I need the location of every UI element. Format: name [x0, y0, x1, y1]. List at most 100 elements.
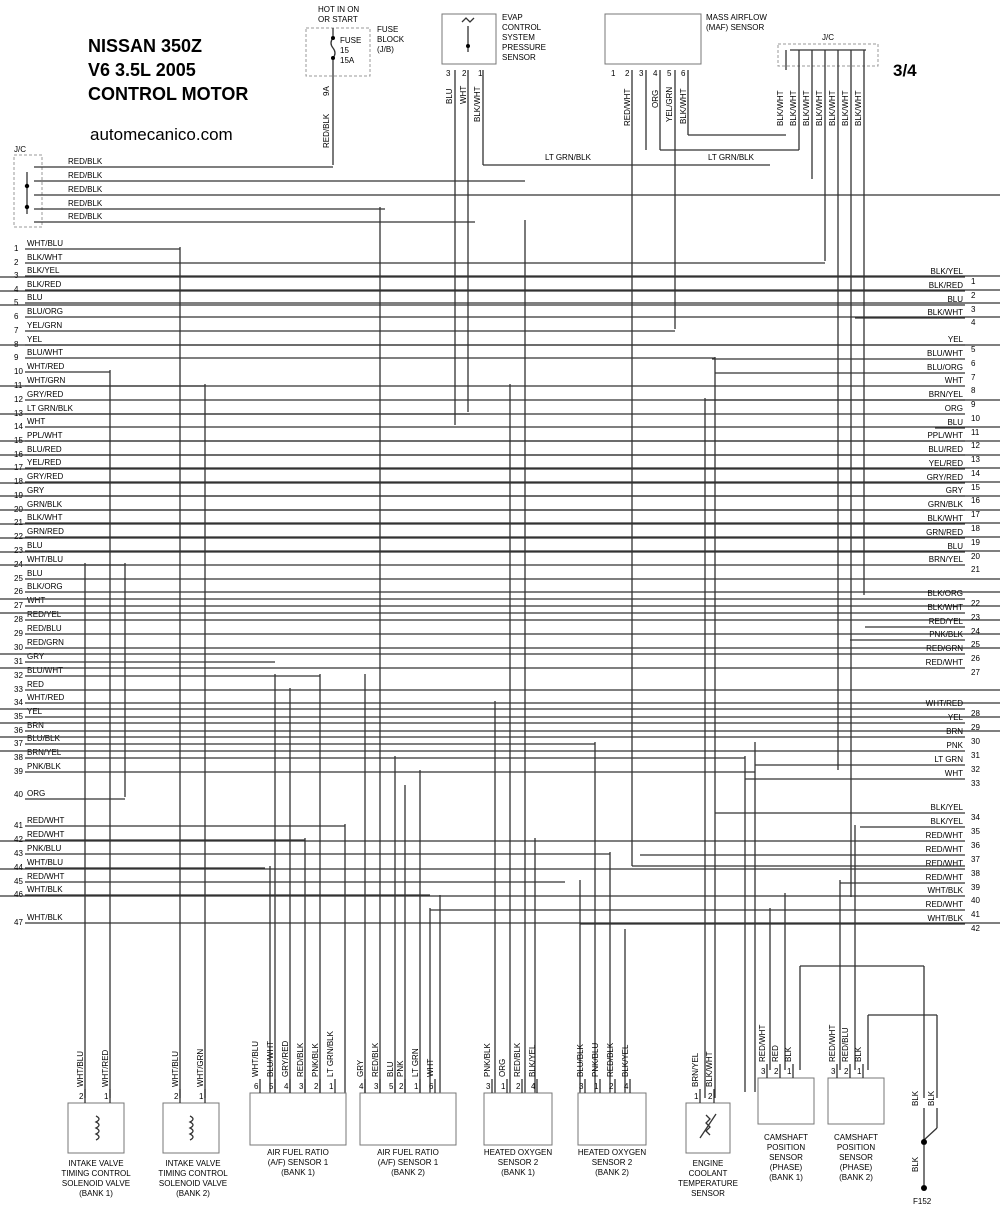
solenoid-coil-icon-2 [188, 1115, 194, 1141]
af2-wire-4: PNK [396, 1060, 405, 1077]
right-pin-14: 14 [971, 469, 980, 478]
right-color-34: BLK/YEL [931, 803, 964, 812]
right-color-21: BRN/YEL [929, 555, 964, 564]
right-pin-11: 11 [971, 428, 980, 437]
left-pin-41: 41 [14, 821, 23, 830]
right-color-35: BLK/YEL [931, 817, 964, 826]
right-pin-33: 33 [971, 779, 980, 788]
jc-left-color-4: RED/BLK [68, 199, 103, 208]
right-color-25: PNK/BLK [929, 630, 963, 639]
ho2-name-3: (BANK 2) [595, 1168, 629, 1177]
cmp1-pin-2: 2 [774, 1067, 779, 1076]
af2-name-3: (BANK 2) [391, 1168, 425, 1177]
right-pin-39: 39 [971, 883, 980, 892]
af1-wire-2: BLU/WHT [266, 1041, 275, 1077]
ect-name-3: TEMPERATURE [678, 1179, 738, 1188]
right-color-24: RED/YEL [929, 617, 964, 626]
left-color-30: RED/GRN [27, 638, 64, 647]
af2-pin-2: 2 [399, 1082, 404, 1091]
evap-name-4: PRESSURE [502, 43, 546, 52]
right-color-2: BLK/RED [929, 281, 963, 290]
ground-wire-1: BLK [911, 1090, 920, 1106]
evap-wire-blu: BLU [445, 88, 454, 104]
evap-name-1: EVAP [502, 13, 523, 22]
right-pin-30: 30 [971, 737, 980, 746]
ho2-name-1: HEATED OXYGEN [578, 1148, 647, 1157]
left-color-40: ORG [27, 789, 45, 798]
left-pin-47: 47 [14, 918, 23, 927]
ground-f152: BLK BLK BLK F152 [911, 1090, 938, 1206]
right-color-4: BLK/WHT [927, 308, 963, 317]
left-color-23: BLU [27, 541, 43, 550]
right-pin-1: 1 [971, 277, 976, 286]
evap-name-5: SENSOR [502, 53, 536, 62]
left-color-18: GRY/RED [27, 472, 64, 481]
right-color-33: WHT [945, 769, 963, 778]
ltgrn-label-1: LT GRN/BLK [545, 153, 592, 162]
component-ect: 1BRN/YEL2BLK/WHTENGINECOOLANTTEMPERATURE… [678, 1051, 738, 1198]
af1-wire-3: GRY/RED [281, 1040, 290, 1077]
ivt2-wire-1: WHT/BLU [171, 1051, 180, 1087]
left-pin-33: 33 [14, 685, 23, 694]
component-af1: 6WHT/BLU5BLU/WHT4GRY/RED3RED/BLK2PNK/BLK… [249, 1030, 347, 1177]
left-color-11: WHT/GRN [27, 376, 65, 385]
left-color-14: WHT [27, 417, 45, 426]
right-pin-32: 32 [971, 765, 980, 774]
ivt2-name-2: TIMING CONTROL [158, 1169, 228, 1178]
ivt1-name-3: SOLENOID VALVE [62, 1179, 130, 1188]
left-pin-27: 27 [14, 601, 23, 610]
left-pin-25: 25 [14, 574, 23, 583]
left-color-46: WHT/BLK [27, 885, 63, 894]
ho2-wire-4: BLK/YEL [621, 1044, 630, 1077]
fuse-label-2: 15 [340, 46, 349, 55]
left-pin-10: 10 [14, 367, 23, 376]
left-color-39: PNK/BLK [27, 762, 61, 771]
fuse-wire: RED/BLK [322, 113, 331, 148]
ect-pin-1: 1 [694, 1092, 699, 1101]
left-row-10: 10 WHT/RED [14, 362, 110, 376]
left-pin-12: 12 [14, 395, 23, 404]
left-pin-6: 6 [14, 312, 19, 321]
right-color-15: GRY/RED [927, 473, 964, 482]
title-line2: V6 3.5L 2005 [88, 60, 196, 80]
right-color-31: PNK [947, 741, 964, 750]
af1-wire-5: PNK/BLK [311, 1043, 320, 1077]
left-pin-29: 29 [14, 629, 23, 638]
left-pin-38: 38 [14, 753, 23, 762]
right-pin-5: 5 [971, 345, 976, 354]
right-pin-17: 17 [971, 510, 980, 519]
title-line1: NISSAN 350Z [88, 36, 202, 56]
left-pin-37: 37 [14, 739, 23, 748]
af2-pin-5: 5 [389, 1082, 394, 1091]
af1-wire-4: RED/BLK [296, 1042, 305, 1077]
ho2-wire-3: RED/BLK [606, 1042, 615, 1077]
right-pin-10: 10 [971, 414, 980, 423]
af1-pin-4: 4 [284, 1082, 289, 1091]
right-color-40: WHT/BLK [927, 886, 963, 895]
ground-wire-3: BLK [911, 1156, 920, 1172]
af2-pin-6: 6 [429, 1082, 434, 1091]
routing-wires [84, 70, 965, 1098]
left-color-10: WHT/RED [27, 362, 65, 371]
left-color-26: BLK/ORG [27, 582, 63, 591]
